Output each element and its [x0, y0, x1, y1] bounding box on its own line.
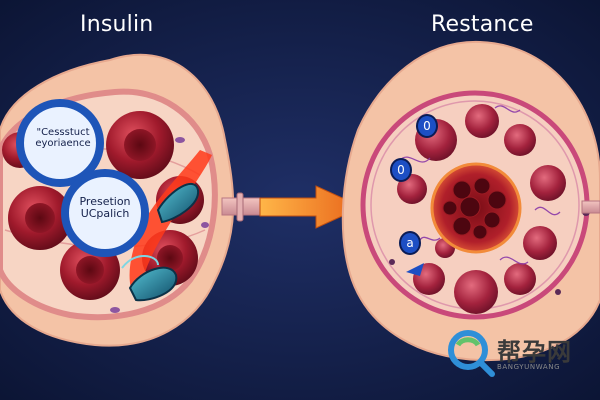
title-insulin: Insulin: [80, 12, 154, 37]
bottom-cell-label: Presetion UCpalich: [79, 195, 131, 220]
receptor-channels: [121, 183, 200, 302]
core-cluster-cells: [442, 177, 507, 240]
magnifier-logo-icon: [448, 330, 495, 377]
left-cell-section: [0, 53, 235, 347]
marker-3: a: [399, 231, 421, 255]
fibres: [399, 105, 561, 265]
label-disc-bottom: [61, 169, 149, 257]
watermark-text: 帮孕网: [497, 337, 572, 366]
top-cell-label: "Cessstuct eyoriaence: [35, 127, 91, 149]
watermark-subtext: BANGYUNWANG: [497, 363, 561, 371]
right-arrow-icon: [259, 185, 364, 229]
pointer-icon: [406, 263, 424, 276]
marker-1: 0: [416, 114, 438, 138]
right-blood-cells: [397, 104, 566, 314]
label-disc-top: [16, 99, 104, 187]
right-cell-section: [341, 40, 600, 362]
title-resistance: Restance: [431, 12, 534, 37]
marker-2: 0: [390, 158, 412, 182]
